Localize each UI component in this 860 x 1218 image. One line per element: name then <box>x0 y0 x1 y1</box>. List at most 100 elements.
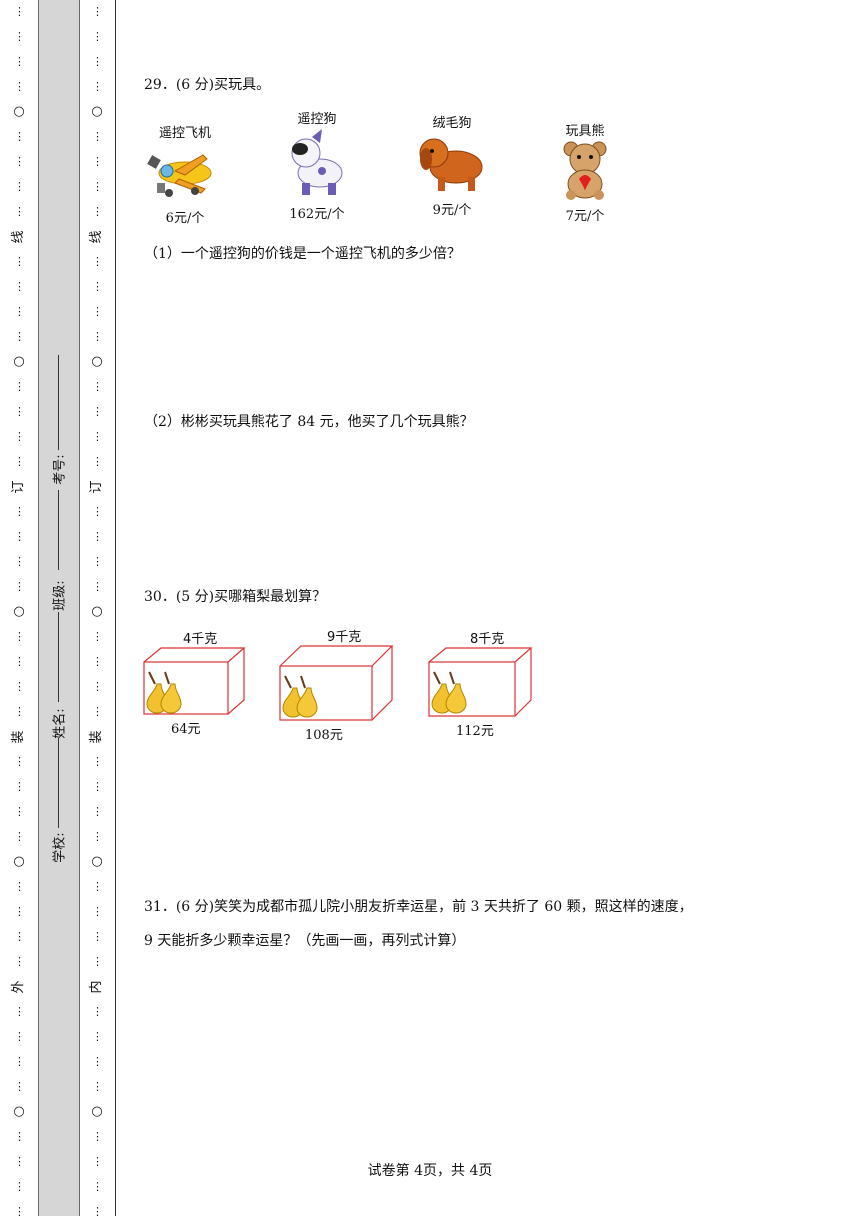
binding-label: 装 <box>89 730 104 744</box>
cut-circle-icon: ○ <box>91 604 103 619</box>
cut-dots: ⋮ <box>92 805 103 818</box>
cut-dots: ⋮ <box>14 755 25 768</box>
cut-dots: ⋮ <box>14 555 25 568</box>
cut-dots: ⋮ <box>92 330 103 343</box>
toy-price: 6元/个 <box>165 211 205 226</box>
toy-name: 遥控狗 <box>297 112 337 127</box>
outer-dotted-cut-line: ⋮⋮⋮⋮○⋮⋮⋮⋮线⋮⋮⋮⋮○⋮⋮⋮⋮订⋮⋮⋮⋮○⋮⋮⋮⋮装⋮⋮⋮⋮○⋮⋮⋮⋮外… <box>0 0 38 1218</box>
cut-dots: ⋮ <box>92 555 103 568</box>
cut-dots: ⋮ <box>92 405 103 418</box>
q30-title: 30．(5 分)买哪箱梨最划算？ <box>144 589 327 605</box>
cut-dots: ⋮ <box>14 255 25 268</box>
box-price: 112元 <box>456 724 494 739</box>
exam-number-label: 考号: <box>52 454 68 485</box>
cut-dots: ⋮ <box>92 430 103 443</box>
box-outline <box>143 647 246 715</box>
q29-subquestion-2: （2）彬彬买玩具熊花了 84 元，他买了几个玩具熊？ <box>144 414 474 430</box>
cut-dots: ⋮ <box>92 1055 103 1068</box>
cut-dots: ⋮ <box>92 455 103 468</box>
binding-label: 订 <box>89 480 104 494</box>
student-info-strip <box>38 0 80 1216</box>
cut-dots: ⋮ <box>14 680 25 693</box>
cut-dots: ⋮ <box>92 30 103 43</box>
cut-dots: ⋮ <box>14 805 25 818</box>
q29-subquestion-1: （1）一个遥控狗的价钱是一个遥控飞机的多少倍？ <box>144 246 461 262</box>
box-outline <box>279 645 394 721</box>
binding-label: 线 <box>89 230 104 244</box>
class-label: 班级: <box>52 580 68 611</box>
cut-dots: ⋮ <box>14 1030 25 1043</box>
toy-airplane-item: 遥控飞机 6元/个 <box>140 122 230 226</box>
binding-label: 外 <box>11 980 26 994</box>
pear-icon <box>146 671 182 714</box>
cut-dots: ⋮ <box>92 280 103 293</box>
cut-dots: ⋮ <box>92 655 103 668</box>
cut-dots: ⋮ <box>92 305 103 318</box>
cut-circle-icon: ○ <box>91 104 103 119</box>
toy-name: 遥控飞机 <box>158 126 211 141</box>
cut-dots: ⋮ <box>14 530 25 543</box>
cut-dots: ⋮ <box>92 1005 103 1018</box>
cut-dots: ⋮ <box>14 505 25 518</box>
cut-dots: ⋮ <box>92 1155 103 1168</box>
binding-label: 装 <box>11 730 26 744</box>
cut-dots: ⋮ <box>92 1080 103 1093</box>
exam-number-underline <box>58 355 59 450</box>
cut-dots: ⋮ <box>14 180 25 193</box>
pear-box-1: 4千克 64元 <box>143 626 253 741</box>
cut-dots: ⋮ <box>92 680 103 693</box>
cut-dots: ⋮ <box>92 905 103 918</box>
robot-dog-icon <box>291 129 343 195</box>
cut-dots: ⋮ <box>14 580 25 593</box>
pear-box-2: 9千克 108元 <box>279 624 399 744</box>
cut-dots: ⋮ <box>92 5 103 18</box>
cut-dots: ⋮ <box>14 205 25 218</box>
cut-circle-icon: ○ <box>13 354 25 369</box>
cut-dots: ⋮ <box>92 630 103 643</box>
cut-dots: ⋮ <box>14 955 25 968</box>
cut-dots: ⋮ <box>92 255 103 268</box>
cut-dots: ⋮ <box>14 455 25 468</box>
cut-dots: ⋮ <box>14 1180 25 1193</box>
binding-label: 订 <box>11 480 26 494</box>
cut-dots: ⋮ <box>92 155 103 168</box>
cut-circle-icon: ○ <box>91 1104 103 1119</box>
inner-dotted-cut-line: ⋮⋮⋮⋮○⋮⋮⋮⋮线⋮⋮⋮⋮○⋮⋮⋮⋮订⋮⋮⋮⋮○⋮⋮⋮⋮装⋮⋮⋮⋮○⋮⋮⋮⋮内… <box>79 0 115 1218</box>
cut-dots: ⋮ <box>14 30 25 43</box>
toy-price: 9元/个 <box>432 203 472 218</box>
class-underline <box>58 490 59 570</box>
cut-dots: ⋮ <box>14 1080 25 1093</box>
toy-price: 162元/个 <box>289 207 345 222</box>
box-weight: 4千克 <box>183 632 218 647</box>
toy-robot-dog-item: 遥控狗 162元/个 <box>272 108 362 222</box>
cut-dots: ⋮ <box>14 155 25 168</box>
cut-dots: ⋮ <box>14 630 25 643</box>
q29-title: 29．(6 分)买玩具。 <box>144 77 271 93</box>
box-outline <box>428 647 533 717</box>
toy-name: 玩具熊 <box>565 124 605 139</box>
cut-dots: ⋮ <box>14 1005 25 1018</box>
cut-circle-icon: ○ <box>13 854 25 869</box>
q31-line-1: 31．(6 分)笑笑为成都市孤儿院小朋友折幸运星，前 3 天共折了 60 颗，照… <box>144 899 693 915</box>
binding-label: 线 <box>11 230 26 244</box>
cut-dots: ⋮ <box>92 705 103 718</box>
teddy-bear-icon <box>563 141 607 200</box>
cut-dots: ⋮ <box>14 1155 25 1168</box>
cut-dots: ⋮ <box>92 1030 103 1043</box>
school-label: 学校: <box>52 832 68 863</box>
cut-dots: ⋮ <box>92 530 103 543</box>
cut-circle-icon: ○ <box>13 1104 25 1119</box>
cut-dots: ⋮ <box>92 780 103 793</box>
toy-teddy-bear-item: 玩具熊 7元/个 <box>540 120 630 224</box>
pear-box-3: 8千克 112元 <box>428 628 538 743</box>
cut-dots: ⋮ <box>14 905 25 918</box>
cut-dots: ⋮ <box>92 880 103 893</box>
cut-dots: ⋮ <box>92 380 103 393</box>
toy-name: 绒毛狗 <box>432 116 472 131</box>
box-weight: 9千克 <box>327 630 362 645</box>
cut-dots: ⋮ <box>14 655 25 668</box>
cut-dots: ⋮ <box>92 1130 103 1143</box>
cut-dots: ⋮ <box>14 705 25 718</box>
cut-dots: ⋮ <box>14 1055 25 1068</box>
cut-dots: ⋮ <box>14 1130 25 1143</box>
